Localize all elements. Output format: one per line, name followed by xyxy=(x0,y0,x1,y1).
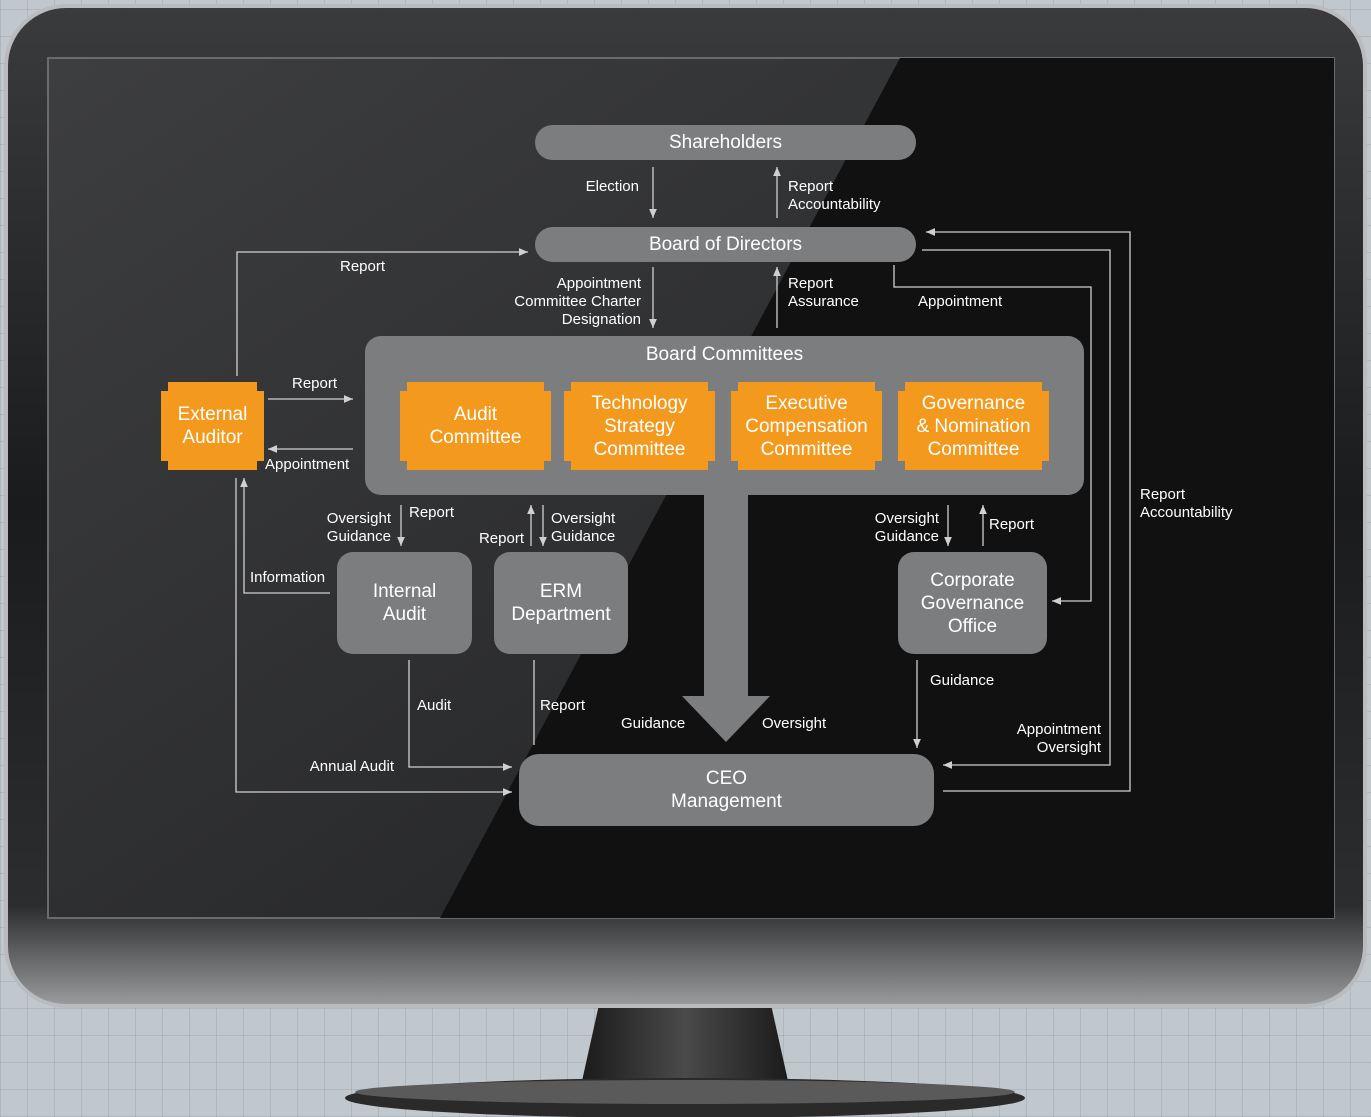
label-right-report-accountability: Report Accountability xyxy=(1140,486,1233,521)
label-annual-audit: Annual Audit xyxy=(309,758,394,775)
executive-compensation-committee-box: Executive Compensation Committee xyxy=(731,382,882,470)
audit-committee-box: Audit Committee xyxy=(400,382,551,470)
label-erm-oversight: Oversight Guidance xyxy=(551,510,616,545)
label-external-report-board: Report xyxy=(340,258,386,275)
label-audit: Audit xyxy=(417,697,452,714)
label-cgo-oversight: Oversight Guidance xyxy=(874,510,939,545)
label-cgo-appointment: Appointment xyxy=(918,293,1003,310)
board-committees-title: Board Committees xyxy=(645,344,804,365)
label-external-appointment: Appointment xyxy=(265,456,350,473)
label-information: Information xyxy=(250,569,326,586)
label-guidance: Guidance xyxy=(621,715,686,732)
label-shareholder-report: Report Accountability xyxy=(788,178,881,213)
board-of-directors-box: Board of Directors xyxy=(535,227,916,262)
ceo-management-box: CEO Management xyxy=(519,754,934,826)
label-board-appointment: Appointment Committee Charter Designatio… xyxy=(514,275,641,328)
shareholders-box: Shareholders xyxy=(535,125,916,160)
label-external-report-committees: Report xyxy=(292,375,338,392)
external-auditor-box: External Auditor xyxy=(161,382,264,470)
label-erm-report: Report xyxy=(478,530,524,547)
technology-strategy-committee-box: Technology Strategy Committee xyxy=(564,382,715,470)
label-election: Election xyxy=(585,178,639,195)
label-ia-oversight: Oversight Guidance xyxy=(326,510,391,545)
label-oversight: Oversight xyxy=(762,715,827,732)
corporate-governance-office-box: Corporate Governance Office xyxy=(898,552,1047,654)
erm-department-box: ERM Department xyxy=(494,552,628,654)
big-down-arrow xyxy=(682,490,770,742)
label-ia-report: Report xyxy=(409,504,455,521)
label-cgo-report: Report xyxy=(989,516,1035,533)
label-report-assurance: Report Assurance xyxy=(788,275,859,310)
internal-audit-box: Internal Audit xyxy=(337,552,472,654)
governance-nomination-committee-box: Governance & Nomination Committee xyxy=(898,382,1049,470)
label-erm-report-ceo: Report xyxy=(540,697,586,714)
label-appointment-oversight: Appointment Oversight xyxy=(1016,721,1101,756)
label-cgo-guidance: Guidance xyxy=(930,672,995,689)
